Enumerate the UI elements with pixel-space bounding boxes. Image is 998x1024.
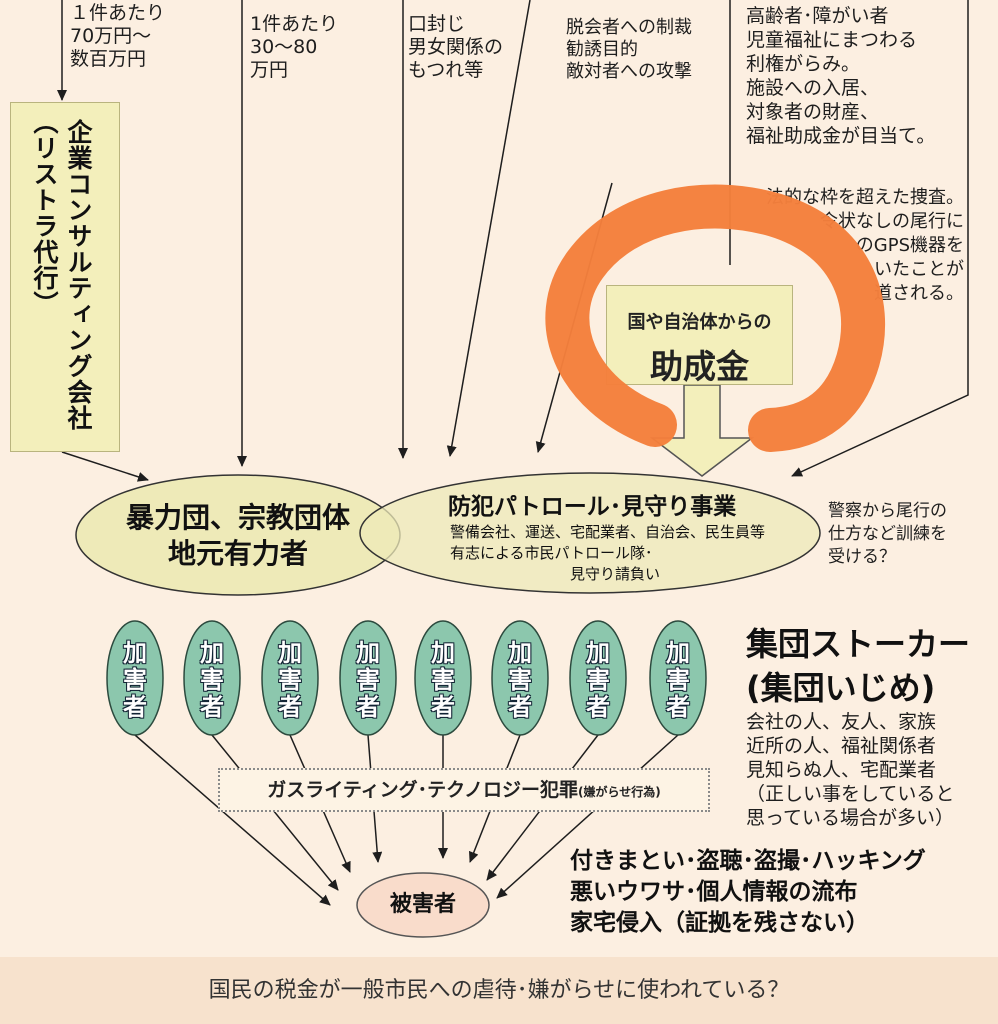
gaslighting-sub: (嫌がらせ行為) <box>578 785 661 799</box>
arrow-investigation <box>791 0 969 477</box>
consulting-box: 企業コンサルティング会社 （リストラ代行） <box>10 102 120 452</box>
perpetrator-label-5: 加害者 <box>431 639 455 721</box>
perpetrator-oval-6 <box>491 620 549 736</box>
victim-ellipse <box>356 872 490 938</box>
perpetrator-label-6: 加害者 <box>508 639 532 721</box>
patrol-line3: 見守り請負い <box>570 565 661 583</box>
arrow-perp-8 <box>496 734 679 899</box>
grant-hollow-arrow <box>649 384 755 477</box>
harassment-acts: 付きまとい･盗聴･盗撮･ハッキング 悪いウワサ･個人情報の流布 家宅侵入（証拠を… <box>570 848 926 936</box>
perpetrator-oval-2 <box>183 620 241 736</box>
perpetrator-oval-1 <box>106 620 164 736</box>
gaslighting-main: ガスライティング･テクノロジー犯罪 <box>267 779 579 801</box>
stalker-description: 会社の人、友人、家族 近所の人、福祉関係者 見知らぬ人、宅配業者 （正しい事をし… <box>746 711 955 829</box>
highlight-ring-stroke <box>545 184 886 452</box>
group-line1: 暴力団、宗教団体 <box>125 501 350 534</box>
perpetrator-oval-8 <box>649 620 707 736</box>
patrol-line1: 警備会社、運送、宅配業者、自治会、民生員等 <box>450 523 766 541</box>
perpetrator-label-2: 加害者 <box>200 639 224 721</box>
note-police: 警察から尾行の 仕方など訓練を 受ける？ <box>828 501 947 567</box>
grant-box: 国や自治体からの 助成金 <box>606 285 793 386</box>
consulting-name: 企業コンサルティング会社 <box>64 119 93 431</box>
footer-question: 国民の税金が一般市民への虐待･嫌がらせに使われている？ <box>0 957 998 1024</box>
note-silence: 口封じ 男女関係の もつれ等 <box>408 13 504 81</box>
note-elderly: 高齢者･障がい者 児童福祉にまつわる 利権がらみ。 施設への入居、 対象者の財産… <box>746 5 936 147</box>
stalker-title: 集団ストーカー (集団いじめ) <box>746 625 971 707</box>
arrow-consulting-to-group <box>61 451 149 482</box>
note-sanction: 脱会者への制裁 勧誘目的 敵対者への攻撃 <box>566 17 692 82</box>
gaslighting-box: ガスライティング･テクノロジー犯罪(嫌がらせ行為) <box>218 768 710 812</box>
consulting-subtitle: （リストラ代行） <box>30 109 59 317</box>
patrol-line2: 有志による市民パトロール隊･ <box>450 544 653 562</box>
group-ellipse-text: 暴力団、宗教団体 地元有力者 <box>88 500 388 572</box>
perpetrator-label-4: 加害者 <box>356 639 380 721</box>
grant-line2: 助成金 <box>650 347 749 386</box>
note-investigation: 法的な枠を超えた捜査。 令状なしの尾行に のGPS機器を いたことが 道される。 <box>766 187 964 304</box>
perpetrator-label-3: 加害者 <box>278 639 302 721</box>
arrow-perp-1 <box>134 734 331 906</box>
perpetrator-label-8: 加害者 <box>666 639 690 721</box>
perpetrator-oval-3 <box>261 620 319 736</box>
arrow-sanction-line <box>446 0 531 457</box>
victim-label: 被害者 <box>389 892 456 917</box>
perpetrator-label-7: 加害者 <box>586 639 610 721</box>
perpetrator-oval-4 <box>339 620 397 736</box>
patrol-ellipse <box>359 472 821 594</box>
arrow-perp-2 <box>211 734 339 891</box>
patrol-title: 防犯パトロール･見守り事業 <box>448 494 737 520</box>
grant-line1: 国や自治体からの <box>627 312 772 333</box>
patrol-ellipse-text: 防犯パトロール･見守り事業 警備会社、運送、宅配業者、自治会、民生員等 有志によ… <box>420 492 820 585</box>
note-price-consulting: １件あたり 70万円～ 数百万円 <box>70 2 166 70</box>
note-price-group: 1件あたり 30～80 万円 <box>250 13 339 81</box>
perpetrator-oval-7 <box>569 620 627 736</box>
perpetrator-oval-5 <box>414 620 472 736</box>
perpetrator-label-1: 加害者 <box>123 639 147 721</box>
group-line2: 地元有力者 <box>167 537 308 570</box>
